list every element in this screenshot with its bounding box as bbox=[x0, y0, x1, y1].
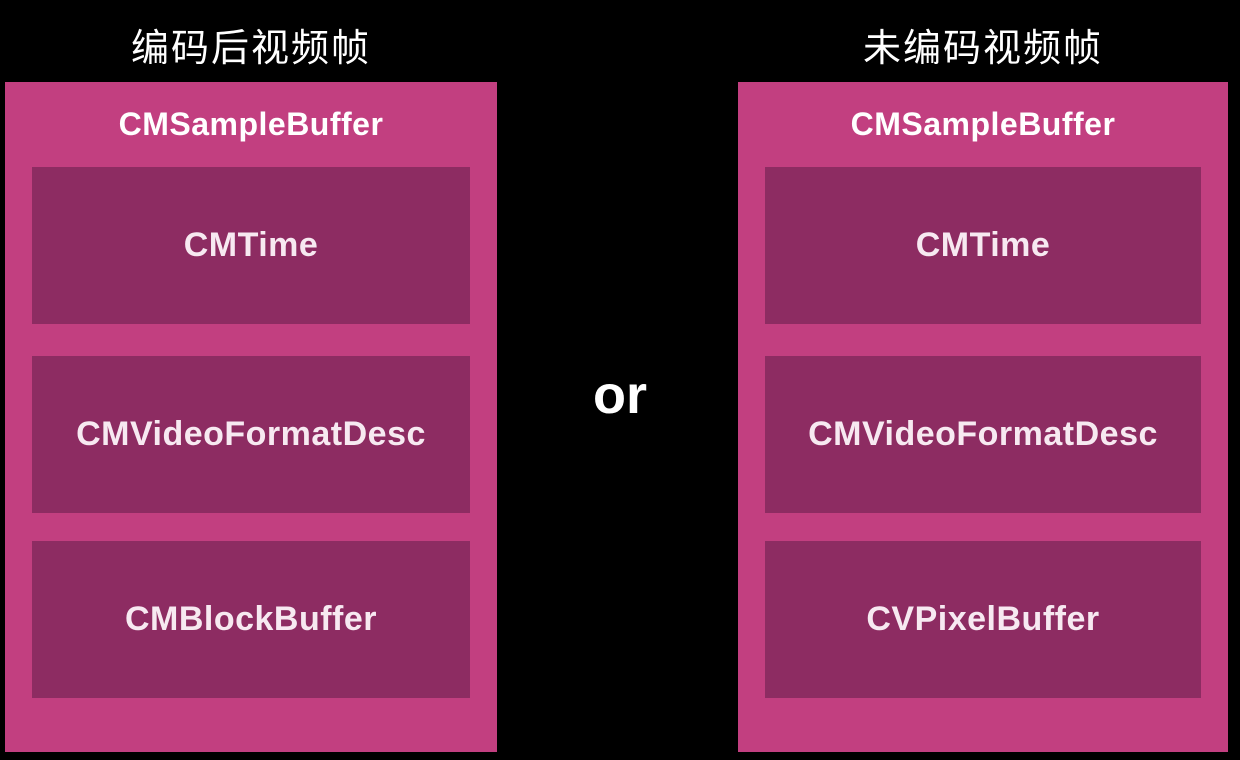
or-connector-label: or bbox=[593, 365, 647, 425]
unencoded-cmtime-box: CMTime bbox=[765, 167, 1201, 324]
encoded-frame-title: 编码后视频帧 bbox=[130, 28, 371, 70]
unencoded-cvpixelbuffer-box: CVPixelBuffer bbox=[765, 541, 1201, 698]
unencoded-frame-title: 未编码视频帧 bbox=[862, 28, 1103, 70]
unencoded-cmvideoformatdesc-box: CMVideoFormatDesc bbox=[765, 356, 1201, 513]
encoded-cmvideoformatdesc-box: CMVideoFormatDesc bbox=[32, 356, 470, 513]
encoded-cmblockbuffer-box: CMBlockBuffer bbox=[32, 541, 470, 698]
unencoded-cmsamplebuffer-label: CMSampleBuffer bbox=[850, 106, 1116, 142]
encoded-cmtime-box: CMTime bbox=[32, 167, 470, 324]
encoded-cmsamplebuffer-label: CMSampleBuffer bbox=[118, 106, 384, 142]
unencoded-cmsamplebuffer-box: CMSampleBuffer CMTime CMVideoFormatDesc … bbox=[738, 82, 1228, 752]
encoded-cmsamplebuffer-box: CMSampleBuffer CMTime CMVideoFormatDesc … bbox=[5, 82, 497, 752]
